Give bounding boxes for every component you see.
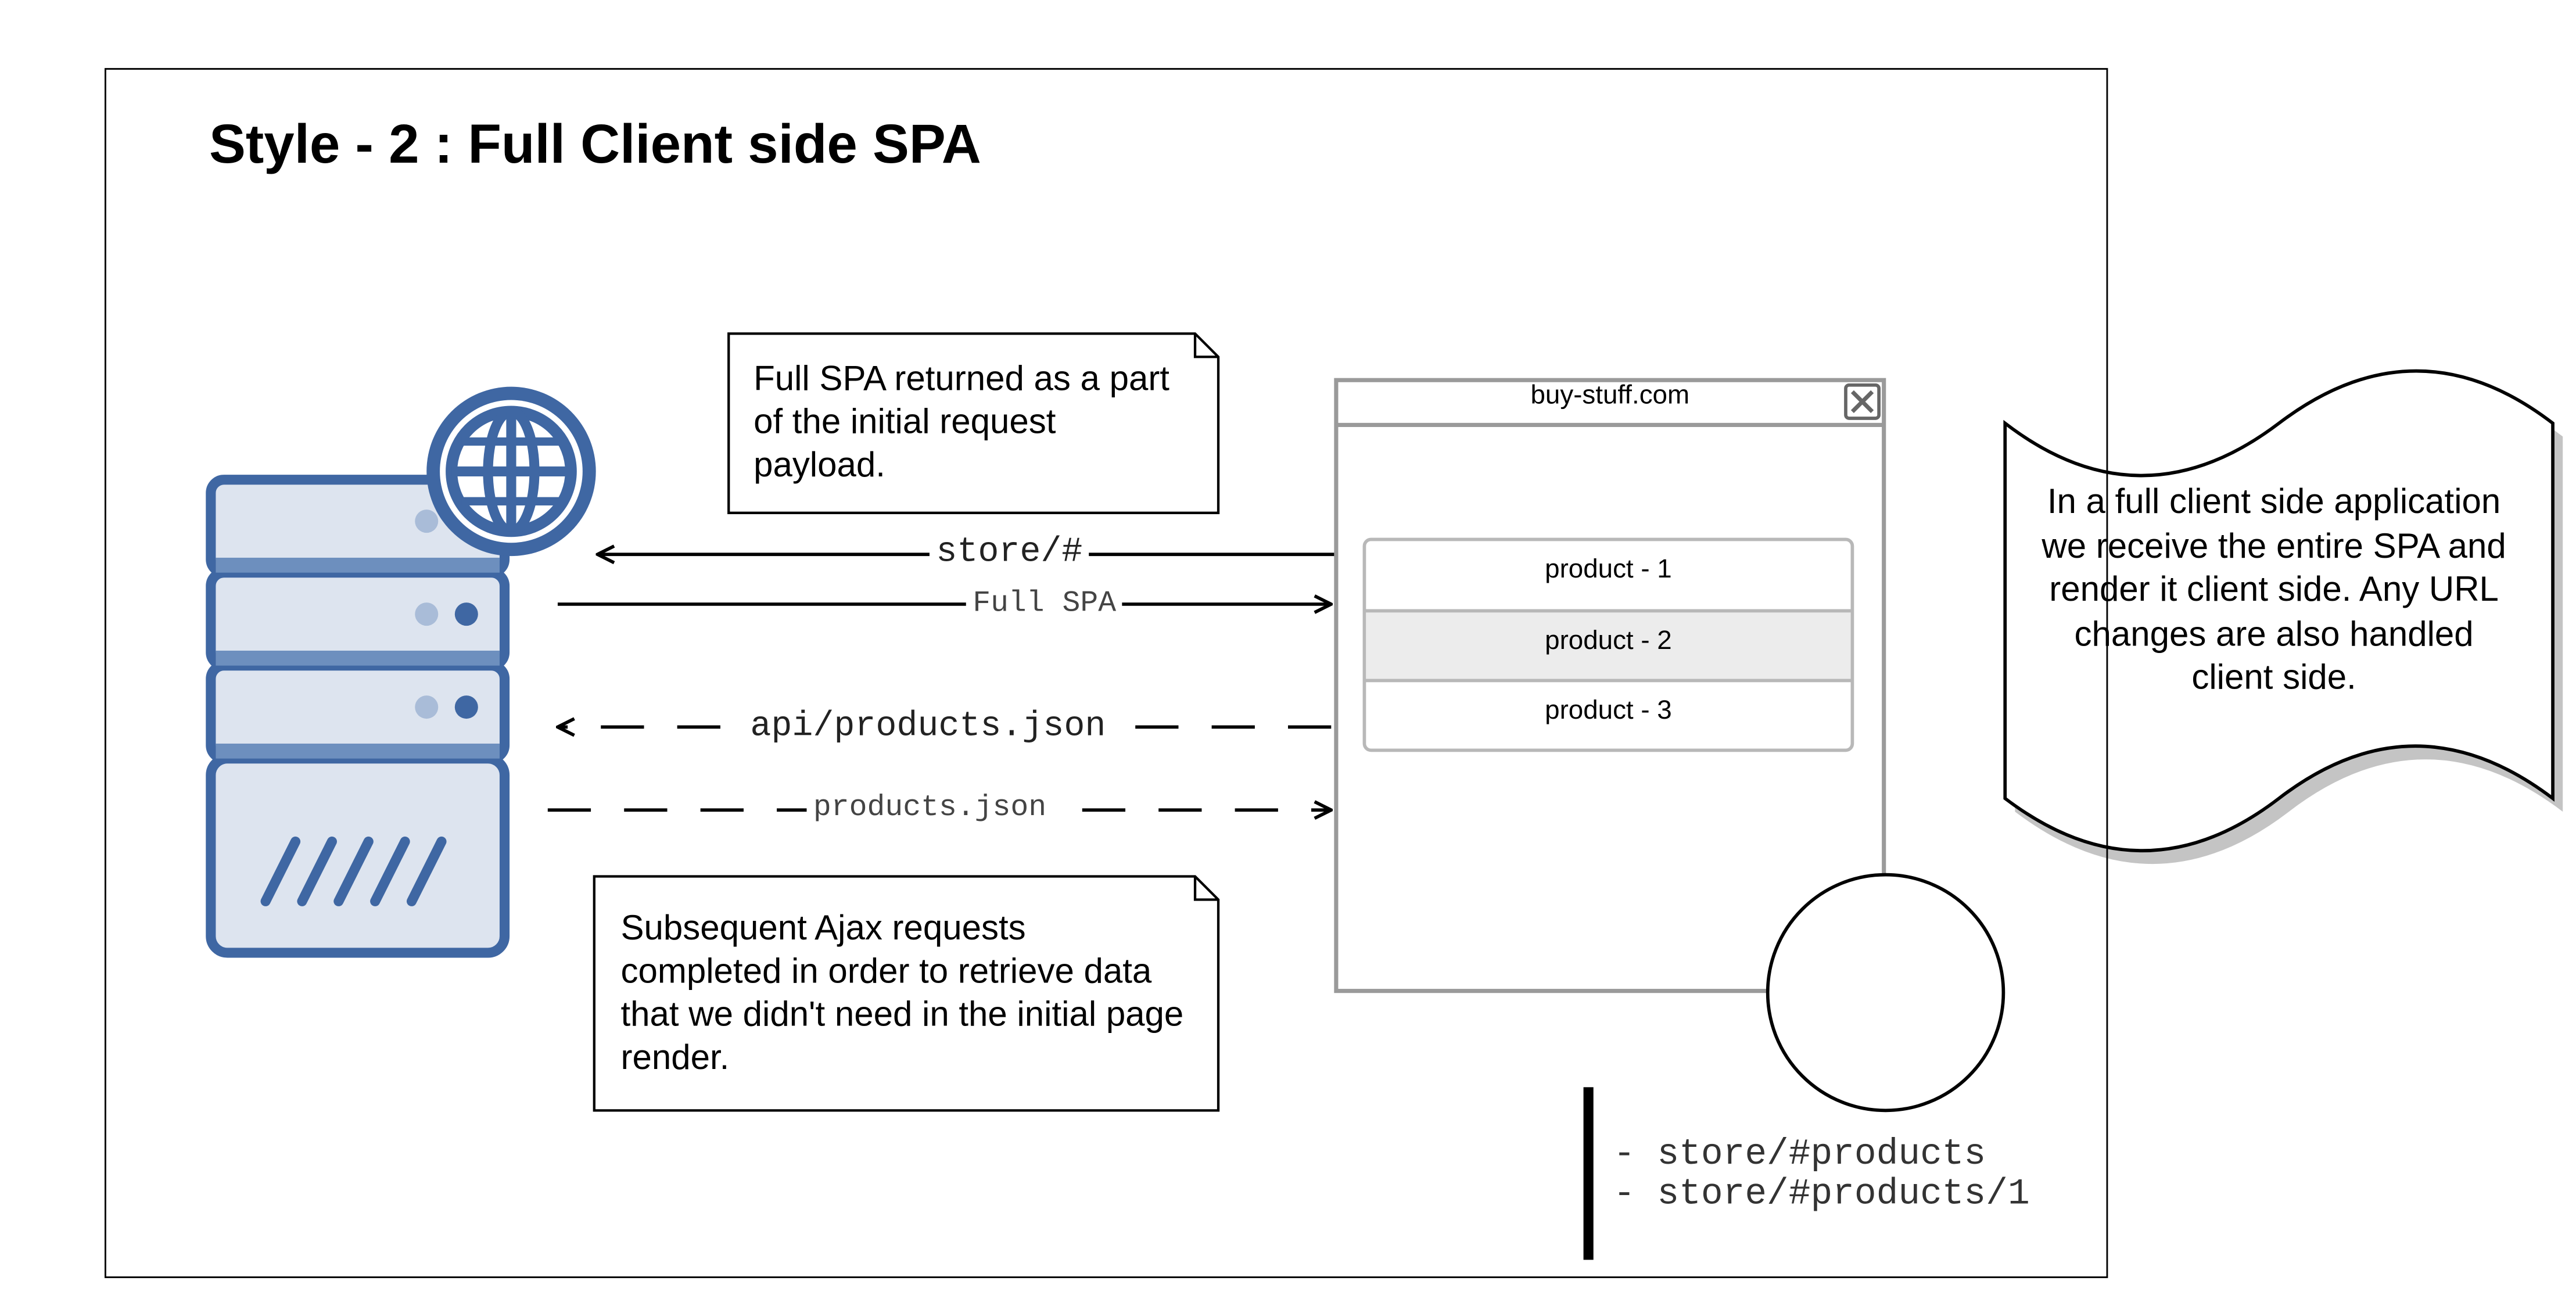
routes-bracket bbox=[1583, 1087, 1594, 1260]
arrow-label-store: store/# bbox=[929, 534, 1089, 573]
product-row[interactable]: product - 1 bbox=[1545, 556, 1672, 584]
explanation-text: In a full client side application we rec… bbox=[2042, 483, 2506, 697]
arrow-label-products-json: products.json bbox=[806, 791, 1053, 825]
product-row[interactable]: product - 3 bbox=[1545, 697, 1672, 726]
note-initial-request: Full SPA returned as a part of the initi… bbox=[754, 360, 1169, 485]
diagram-frame bbox=[104, 68, 2108, 1278]
client-routes: - store/#products - store/#products/1 bbox=[1613, 1135, 2030, 1215]
route-item: - store/#products bbox=[1613, 1133, 1986, 1175]
route-item: - store/#products/1 bbox=[1613, 1173, 2030, 1215]
server-icon bbox=[206, 475, 510, 958]
arrow-label-full-spa: Full SPA bbox=[966, 587, 1123, 621]
router-circle bbox=[1766, 873, 2005, 1113]
globe-icon bbox=[426, 386, 596, 557]
note-ajax-shape bbox=[593, 875, 1220, 1112]
note-ajax-requests: Subsequent Ajax requests completed in or… bbox=[620, 909, 1184, 1078]
browser-window bbox=[1334, 378, 1886, 993]
browser-title: buy-stuff.com bbox=[1530, 382, 1690, 410]
note-initial-shape bbox=[727, 332, 1220, 514]
diagram-title: Style - 2 : Full Client side SPA bbox=[209, 113, 981, 174]
arrow-label-api-products: api/products.json bbox=[743, 708, 1113, 747]
product-row-selected[interactable]: product - 2 bbox=[1545, 627, 1672, 656]
close-icon[interactable] bbox=[1844, 383, 1881, 420]
tape-shape bbox=[2003, 369, 2555, 853]
